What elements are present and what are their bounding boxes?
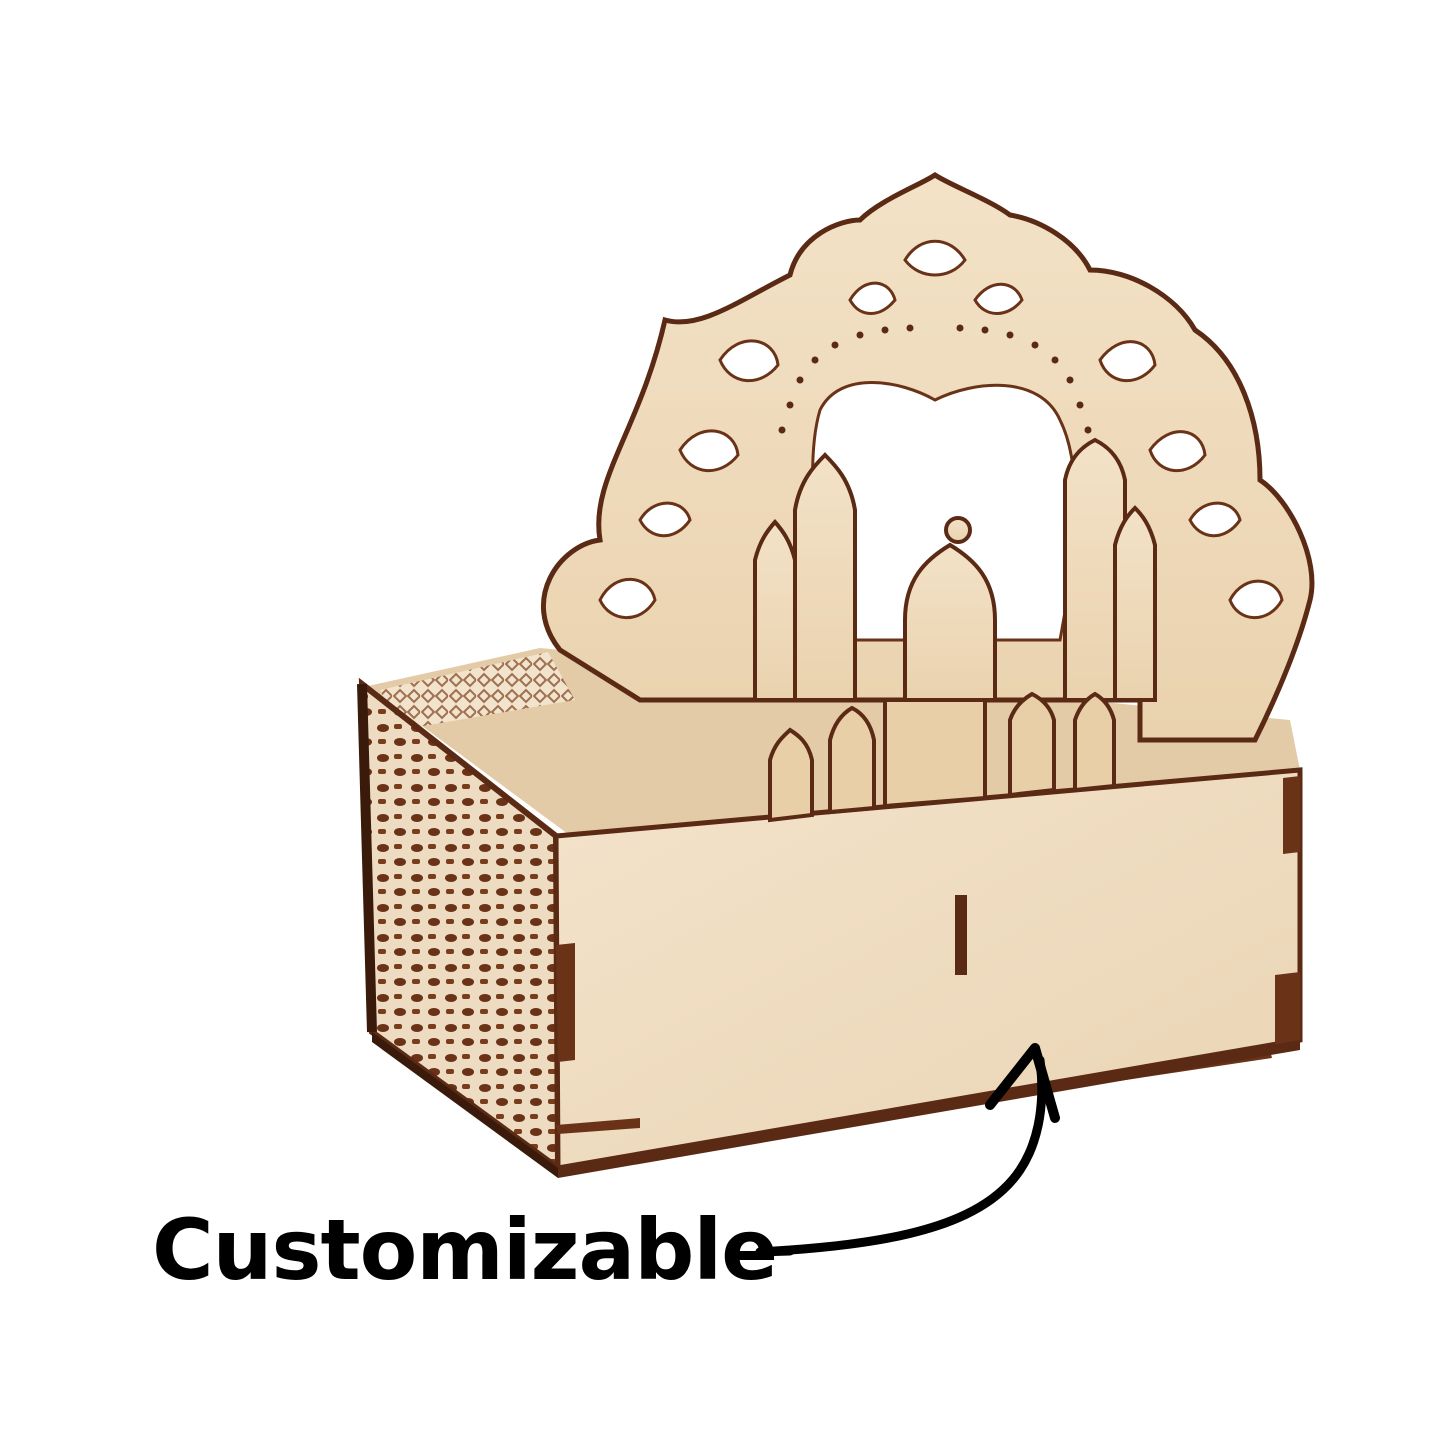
side-lattice-panel <box>357 677 562 1174</box>
front-panel <box>372 691 1303 1178</box>
curved-arrow-icon <box>755 1043 1060 1257</box>
caption-customizable: Customizable <box>152 1201 778 1299</box>
mosque-silhouette <box>753 437 1157 702</box>
